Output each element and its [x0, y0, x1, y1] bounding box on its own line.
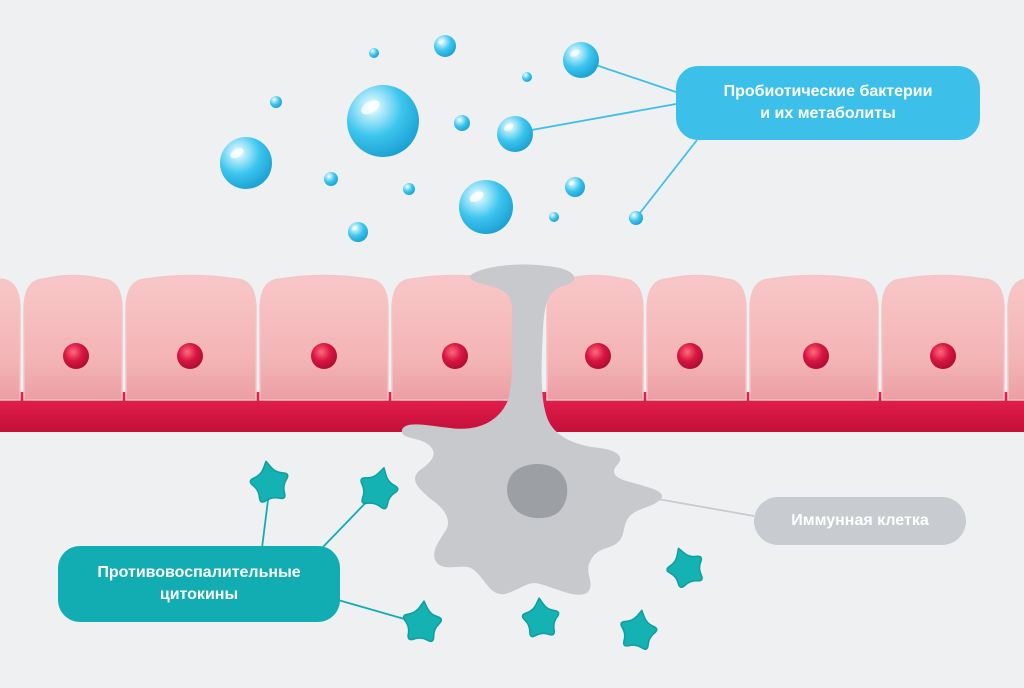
connector-line — [635, 139, 698, 219]
cytokines-label-line1: Противовоспалительные — [97, 564, 301, 581]
bacteria-sphere-icon — [454, 115, 470, 131]
nucleus-icon — [311, 343, 337, 369]
epithelial-cell — [646, 274, 747, 401]
cytokine-star-icon — [620, 609, 658, 650]
probiotic-label-line1: Пробиотические бактерии — [723, 83, 933, 100]
epithelial-cell — [749, 274, 879, 401]
nucleus-icon — [677, 343, 703, 369]
bacteria-sphere-icon — [565, 177, 585, 197]
cytokine-star-icon — [360, 467, 399, 510]
connector-line — [651, 497, 755, 517]
immune-cell-nucleus — [507, 463, 568, 519]
immune-cell-label: Иммунная клетка — [754, 497, 966, 545]
bacteria-sphere-icon — [324, 172, 338, 186]
epithelial-cell — [1007, 278, 1024, 401]
cytokines-label-line2: цитокины — [159, 586, 239, 603]
connector-line — [514, 103, 677, 134]
probiotic-label-line2: и их метаболиты — [760, 105, 896, 122]
nucleus-icon — [585, 343, 611, 369]
bacteria-sphere-icon — [220, 137, 272, 189]
cytokine-star-icon — [249, 460, 289, 503]
epithelial-cell — [125, 274, 257, 401]
epithelial-cell — [881, 274, 1005, 401]
bacteria-sphere-icon — [549, 212, 559, 222]
probiotic-label: Пробиотические бактерии и их метаболиты — [676, 66, 980, 140]
cytokine-star-icon — [521, 597, 560, 638]
bacteria-sphere-icon — [629, 211, 643, 225]
bacteria-sphere-icon — [459, 180, 513, 234]
cytokines-label: Противовоспалительные цитокины — [58, 546, 340, 622]
bacteria-sphere-icon — [563, 42, 599, 78]
nucleus-icon — [177, 343, 203, 369]
cytokine-star-icon — [402, 600, 443, 643]
bacteria-sphere-icon — [434, 35, 456, 57]
nucleus-icon — [63, 343, 89, 369]
cytokine-star-icon — [666, 547, 703, 589]
epithelial-cell — [259, 274, 389, 401]
nucleus-icon — [803, 343, 829, 369]
immune-cell-icon — [401, 264, 663, 595]
bacteria-sphere-icon — [522, 72, 532, 82]
bacteria-sphere-icon — [369, 48, 379, 58]
epithelial-layer — [0, 274, 1024, 432]
bacteria-sphere-icon — [403, 183, 415, 195]
epithelial-cell — [23, 274, 123, 401]
bacteria-sphere-icon — [347, 85, 419, 157]
immune-cell-label-text: Иммунная клетка — [791, 512, 929, 529]
bacteria-sphere-icon — [270, 96, 282, 108]
nucleus-icon — [442, 343, 468, 369]
nucleus-icon — [930, 343, 956, 369]
epithelial-cell — [546, 274, 644, 401]
bacteria-sphere-icon — [348, 222, 368, 242]
epithelial-cell — [391, 274, 519, 401]
bacteria-sphere-icon — [497, 116, 533, 152]
